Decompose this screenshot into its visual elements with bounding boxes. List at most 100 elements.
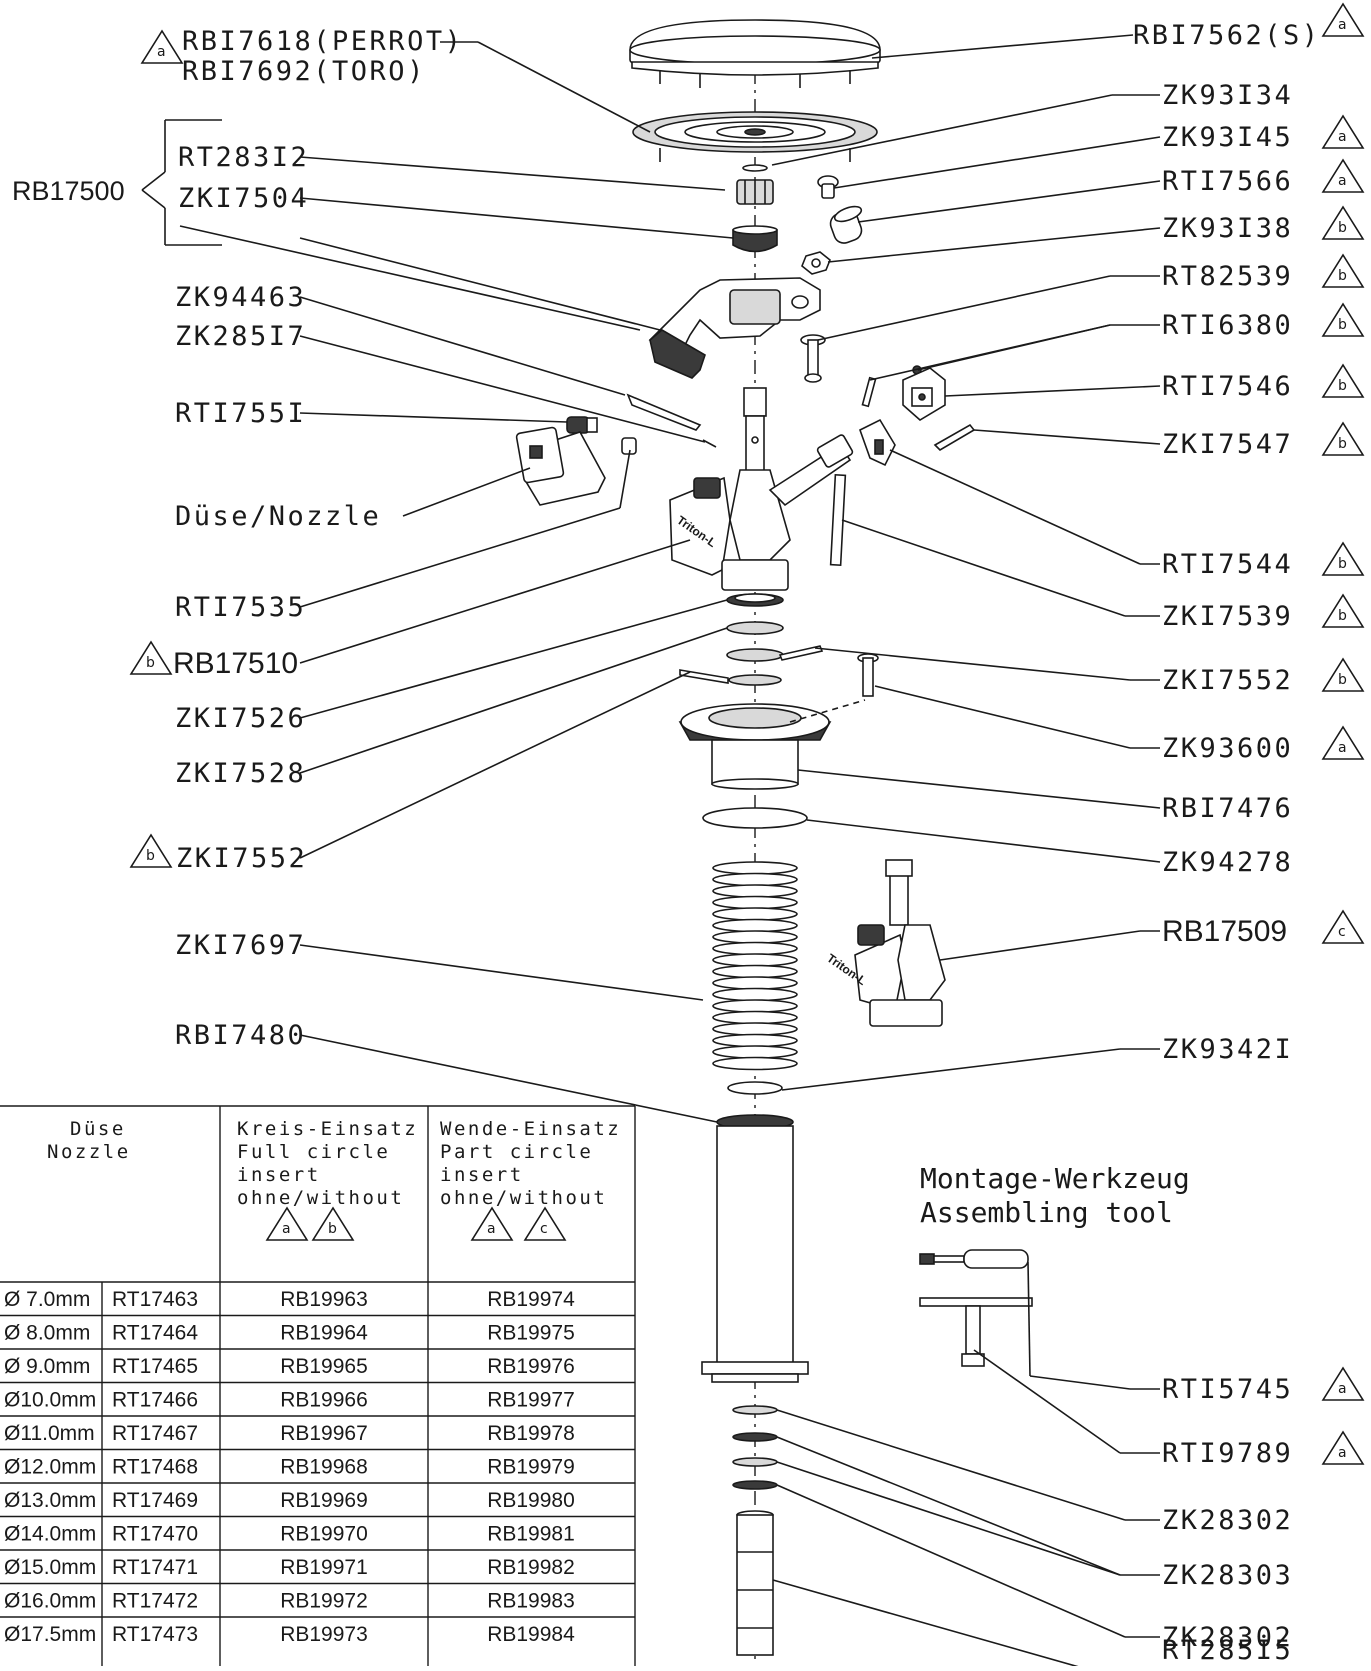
cell-full-circle: RB19971 — [280, 1556, 368, 1579]
label-zk17547: ZKI7547 — [1162, 429, 1293, 460]
label-zk93600: ZK93600 — [1162, 733, 1293, 764]
table-header-part-4: ohne/without — [440, 1187, 607, 1209]
spring-coil — [712, 884, 798, 898]
label-zk28302-bottom: ZK28302 — [1162, 1622, 1293, 1653]
svg-text:a: a — [1338, 173, 1347, 189]
part-seal-zk28303-bottom — [732, 1457, 778, 1467]
spring-coil — [712, 953, 798, 967]
label-zk93145: ZK93I45 — [1162, 122, 1293, 153]
part-nozzle-rt17551 — [566, 416, 598, 434]
part-oring-zk94278 — [702, 807, 808, 829]
tool-heading-de: Montage-Werkzeug — [920, 1162, 1190, 1195]
label-nozzle: Düse/Nozzle — [175, 501, 381, 532]
revision-mark-triangle: b — [1321, 363, 1365, 398]
svg-text:a: a — [282, 1221, 291, 1237]
cell-size: Ø 9.0mm — [4, 1355, 90, 1378]
part-bearing-rt28312 — [736, 179, 774, 205]
svg-text:b: b — [1338, 317, 1347, 333]
cell-full-circle: RB19963 — [280, 1288, 368, 1311]
part-cap-rt17566 — [829, 205, 863, 244]
label-zk28303: ZK28303 — [1162, 1560, 1293, 1591]
label-zk93138: ZK93I38 — [1162, 213, 1293, 244]
cell-nozzle: RT17469 — [112, 1489, 198, 1512]
cell-nozzle: RT17473 — [112, 1623, 198, 1646]
cell-full-circle: RB19972 — [280, 1590, 368, 1613]
svg-text:b: b — [1338, 608, 1347, 624]
cell-full-circle: RB19969 — [280, 1489, 368, 1512]
label-rt82539: RT82539 — [1162, 261, 1293, 292]
part-screw-zk93145 — [817, 175, 839, 199]
cell-full-circle: RB19973 — [280, 1623, 368, 1646]
label-zk28302-top: ZK28302 — [1162, 1505, 1293, 1536]
label-rt15745: RTI5745 — [1162, 1374, 1293, 1405]
svg-text:b: b — [1338, 268, 1347, 284]
part-rocker-arm — [648, 277, 821, 379]
svg-text:b: b — [1338, 436, 1347, 452]
svg-text:a: a — [1338, 17, 1347, 33]
cell-part-circle: RB19984 — [487, 1623, 575, 1646]
svg-text:b: b — [1338, 220, 1347, 236]
revision-mark-triangle: b — [1321, 593, 1365, 628]
cell-full-circle: RB19964 — [280, 1322, 368, 1345]
revision-mark-triangle: a — [1321, 1430, 1365, 1465]
label-rb17476: RBI7476 — [1162, 793, 1293, 824]
svg-text:c: c — [1338, 924, 1346, 940]
cell-nozzle: RT17470 — [112, 1523, 198, 1546]
cell-full-circle: RB19965 — [280, 1355, 368, 1378]
table-header-part-3: insert — [440, 1164, 524, 1186]
cell-nozzle: RT17463 — [112, 1288, 198, 1311]
cell-full-circle: RB19970 — [280, 1523, 368, 1546]
part-riser-rb17480 — [701, 1114, 809, 1383]
table-header-full-2: Full circle — [237, 1141, 390, 1163]
part-ring-zk17552 — [726, 645, 824, 662]
label-rb17618-perrot: RBI7618(PERROT) — [182, 26, 463, 57]
part-block-rt17546 — [902, 367, 946, 421]
svg-text:a: a — [487, 1221, 496, 1237]
spring-coil — [712, 964, 798, 979]
revision-mark-triangle: c — [1321, 909, 1365, 944]
label-rt17544: RTI7544 — [1162, 549, 1293, 580]
part-tool-rt19789 — [919, 1297, 1033, 1367]
cell-nozzle: RT17467 — [112, 1422, 198, 1445]
svg-text:b: b — [1338, 378, 1347, 394]
cell-size: Ø14.0mm — [4, 1523, 96, 1546]
svg-text:b: b — [1338, 672, 1347, 688]
revision-mark-triangle: c — [523, 1206, 567, 1241]
svg-text:b: b — [328, 1221, 337, 1237]
part-clip-zk17547 — [933, 423, 976, 452]
cell-nozzle: RT17464 — [112, 1322, 198, 1345]
cell-full-circle: RB19966 — [280, 1389, 368, 1412]
part-body-rb17509: Triton-L — [824, 859, 946, 1027]
cell-part-circle: RB19983 — [487, 1590, 575, 1613]
label-rb17562: RBI7562(S) — [1133, 20, 1321, 51]
part-ring-zk17552-left — [679, 669, 782, 686]
label-zk28517: ZK285I7 — [175, 321, 306, 352]
cell-full-circle: RB19968 — [280, 1456, 368, 1479]
svg-text:a: a — [157, 44, 166, 60]
spring-coil — [712, 918, 798, 933]
label-zk17697: ZKI7697 — [175, 930, 306, 961]
svg-text:b: b — [146, 848, 155, 864]
table-header-nozzle-en: Nozzle — [47, 1141, 131, 1163]
cell-size: Ø10.0mm — [4, 1389, 96, 1412]
revision-mark-triangle: b — [311, 1206, 355, 1241]
part-spring-clip-zk94463 — [626, 393, 702, 431]
spring-coil — [712, 861, 798, 875]
cell-part-circle: RB19975 — [487, 1322, 575, 1345]
part-drive-shaft — [743, 387, 767, 477]
cell-size: Ø15.0mm — [4, 1556, 96, 1579]
spring-coil — [712, 941, 798, 956]
label-zk93421: ZK9342I — [1162, 1034, 1293, 1065]
part-pin-zk93600 — [857, 653, 879, 697]
part-main-body-rb17510: Triton-L — [669, 434, 854, 591]
cell-nozzle: RT17466 — [112, 1389, 198, 1412]
cell-part-circle: RB19974 — [487, 1288, 575, 1311]
revision-mark-triangle: a — [1321, 1366, 1365, 1401]
